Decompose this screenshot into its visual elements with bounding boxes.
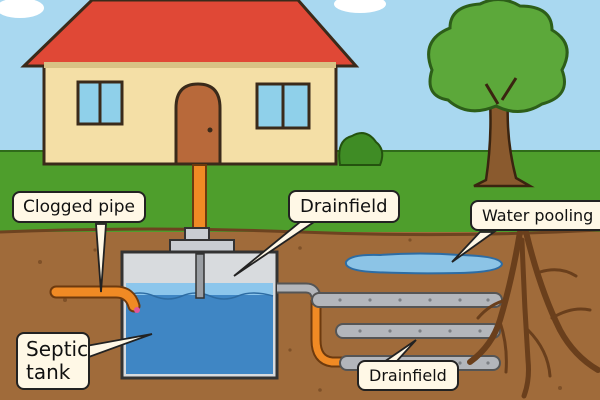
cloud [0, 0, 44, 18]
tree-foliage [427, 0, 569, 113]
tree-branch [484, 77, 518, 105]
chimney-trim [44, 62, 336, 68]
tree-roots [467, 229, 600, 399]
drain-pipe-2 [335, 323, 501, 339]
door-knob [207, 127, 213, 133]
label-drainfield-bottom: Drainfield [357, 360, 459, 391]
leader-clogged-pipe [95, 223, 107, 293]
soil-layer [0, 232, 600, 400]
septic-tank-icon [120, 227, 279, 380]
house-window-left [76, 80, 124, 126]
house-outlet-pipe [192, 164, 207, 229]
label-drainfield-top: Drainfield [288, 190, 400, 223]
water-puddle-icon [344, 252, 504, 275]
label-water-pooling: Water pooling [470, 200, 600, 231]
orange-distribution-pipe-fill [312, 300, 352, 366]
tank-inner-pipe [195, 253, 205, 299]
leader-water-pooling [451, 231, 497, 263]
clog-point [134, 307, 140, 313]
tree-icon [427, 0, 569, 188]
house-window-right [255, 82, 311, 130]
cloud [334, 0, 386, 13]
house-door [174, 82, 222, 166]
house-icon [20, 0, 360, 166]
label-clogged-pipe: Clogged pipe [12, 191, 146, 223]
bush [338, 132, 384, 166]
label-septic-tank: Septic tank [16, 332, 90, 390]
clogged-pipe-fill [51, 287, 139, 311]
